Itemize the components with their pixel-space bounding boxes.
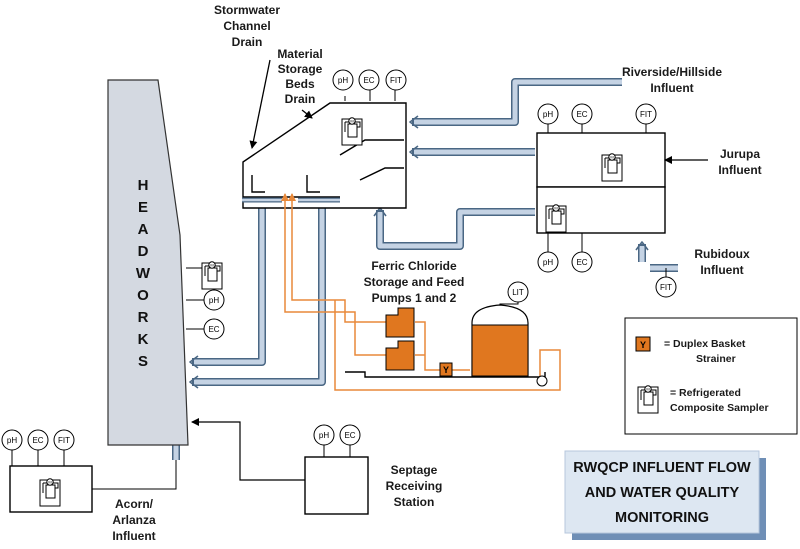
svg-text:EC: EC: [344, 431, 355, 440]
stormwater-material-structure: [242, 102, 407, 209]
svg-text:LIT: LIT: [512, 288, 524, 297]
headworks-letter: E: [138, 199, 148, 216]
stormwater-ph-bubble: pH: [332, 69, 354, 91]
svg-text:Station: Station: [394, 495, 435, 509]
acorn-label: Acorn/ Arlanza Influent: [112, 497, 156, 543]
svg-text:EC: EC: [32, 436, 43, 445]
ferric-lit-bubble: LIT: [507, 281, 529, 303]
headworks-letter: R: [138, 309, 149, 326]
headworks-letter: O: [137, 287, 149, 304]
acorn-ph-bubble: pH: [1, 429, 23, 451]
jurupa-label: Jurupa Influent: [718, 147, 761, 177]
svg-text:FIT: FIT: [390, 76, 402, 85]
duplex-basket-strainer-icon: Y: [439, 362, 453, 377]
svg-text:Riverside/Hillside: Riverside/Hillside: [622, 65, 722, 79]
septage-station: [191, 418, 369, 515]
headworks-letter: H: [138, 177, 149, 194]
headworks-letter: W: [136, 265, 151, 282]
jurupa-rubidoux-station: [536, 132, 708, 234]
svg-text:Drain: Drain: [285, 92, 316, 106]
svg-text:FIT: FIT: [660, 283, 672, 292]
headworks-sampler: [201, 261, 223, 290]
rubidoux-sampler: [545, 204, 567, 233]
svg-text:Material: Material: [277, 47, 322, 61]
title-line-2: AND WATER QUALITY: [585, 485, 740, 501]
svg-text:Arlanza: Arlanza: [112, 513, 156, 527]
jurupa-ec-bubble: EC: [571, 103, 593, 125]
legend: Y = Duplex Basket Strainer = Refrigerate…: [624, 317, 798, 435]
svg-text:EC: EC: [208, 325, 219, 334]
rubidoux-ec-bubble: EC: [571, 251, 593, 273]
svg-text:Rubidoux: Rubidoux: [694, 247, 750, 261]
svg-text:= Duplex Basket: = Duplex Basket: [664, 338, 746, 350]
rubidoux-label: Rubidoux Influent: [694, 247, 750, 277]
svg-text:Ferric Chloride: Ferric Chloride: [371, 259, 457, 273]
rubidoux-fit-bubble: FIT: [655, 276, 677, 298]
headworks-letter: D: [138, 243, 149, 260]
svg-text:FIT: FIT: [58, 436, 70, 445]
svg-text:Influent: Influent: [700, 263, 743, 277]
septage-ec-bubble: EC: [339, 424, 361, 446]
headworks-letter: K: [138, 331, 149, 348]
svg-text:Acorn/: Acorn/: [115, 497, 154, 511]
svg-text:pH: pH: [319, 431, 329, 440]
stormwater-label: Stormwater Channel Drain: [214, 3, 280, 49]
svg-text:EC: EC: [576, 110, 587, 119]
headworks-letter: A: [138, 221, 149, 238]
svg-text:Storage: Storage: [278, 62, 323, 76]
svg-text:Receiving: Receiving: [386, 479, 443, 493]
acorn-sampler: [39, 478, 61, 507]
acorn-fit-bubble: FIT: [53, 429, 75, 451]
svg-text:FIT: FIT: [640, 110, 652, 119]
headworks-letter: S: [138, 353, 148, 370]
headworks-ec-bubble: EC: [203, 318, 225, 340]
septage-ph-bubble: pH: [313, 424, 335, 446]
svg-text:Storage and Feed: Storage and Feed: [364, 275, 465, 289]
rubidoux-ph-bubble: pH: [537, 251, 559, 273]
svg-text:Composite Sampler: Composite Sampler: [670, 402, 769, 414]
title-box: RWQCP INFLUENT FLOW AND WATER QUALITY MO…: [564, 450, 766, 540]
acorn-ec-bubble: EC: [27, 429, 49, 451]
svg-text:Y: Y: [443, 365, 449, 375]
svg-text:Influent: Influent: [718, 163, 761, 177]
svg-text:pH: pH: [543, 258, 553, 267]
svg-text:Channel: Channel: [223, 19, 270, 33]
stormwater-ec-bubble: EC: [358, 69, 380, 91]
title-line-3: MONITORING: [615, 510, 709, 526]
svg-text:EC: EC: [576, 258, 587, 267]
svg-text:Beds: Beds: [285, 77, 315, 91]
svg-text:pH: pH: [338, 76, 348, 85]
svg-text:Drain: Drain: [232, 35, 263, 49]
septage-label: Septage Receiving Station: [386, 463, 443, 509]
svg-text:EC: EC: [363, 76, 374, 85]
headworks-ph-bubble: pH: [203, 289, 225, 311]
svg-text:Septage: Septage: [391, 463, 438, 477]
svg-text:Stormwater: Stormwater: [214, 3, 280, 17]
ferric-chloride-system: Y: [281, 194, 561, 391]
jurupa-fit-bubble: FIT: [635, 103, 657, 125]
legend-strainer-icon: Y: [635, 336, 651, 352]
svg-text:Y: Y: [640, 340, 646, 350]
svg-text:Influent: Influent: [112, 529, 155, 543]
legend-sampler-icon: [637, 385, 659, 414]
stormwater-fit-bubble: FIT: [385, 69, 407, 91]
title-line-1: RWQCP INFLUENT FLOW: [573, 460, 751, 476]
svg-text:pH: pH: [543, 110, 553, 119]
svg-text:Strainer: Strainer: [696, 353, 736, 365]
jurupa-ph-bubble: pH: [537, 103, 559, 125]
material-beds-label: Material Storage Beds Drain: [277, 47, 322, 106]
svg-text:Influent: Influent: [650, 81, 693, 95]
svg-text:pH: pH: [209, 296, 219, 305]
svg-text:Jurupa: Jurupa: [720, 147, 760, 161]
svg-text:Pumps 1 and 2: Pumps 1 and 2: [372, 291, 457, 305]
riverside-label: Riverside/Hillside Influent: [622, 65, 722, 95]
svg-text:= Refrigerated: = Refrigerated: [670, 387, 741, 399]
jurupa-sampler: [601, 153, 623, 182]
svg-text:pH: pH: [7, 436, 17, 445]
stormwater-sampler: [341, 117, 363, 146]
ferric-chloride-label: Ferric Chloride Storage and Feed Pumps 1…: [364, 259, 465, 305]
